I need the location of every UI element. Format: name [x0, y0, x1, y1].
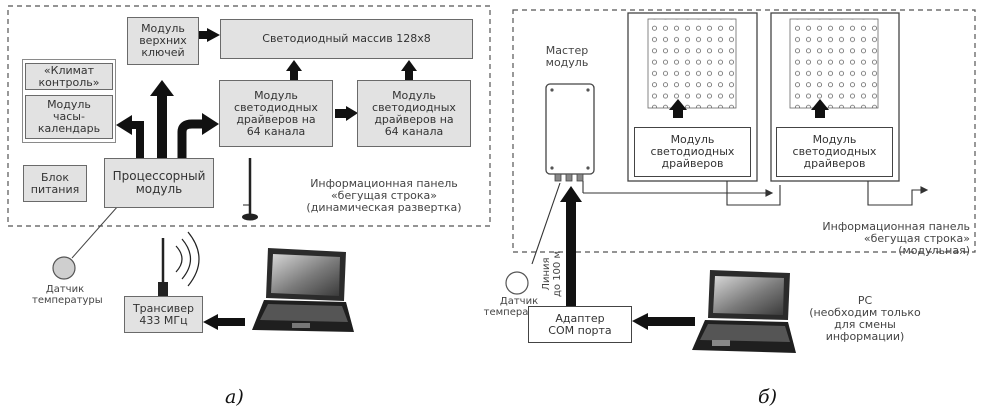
info-panel-b-label: Информационная панель «бегущая строка» (… [822, 220, 970, 257]
processor-module: Процессорный модуль [104, 158, 214, 208]
panel-b-connections [531, 181, 929, 265]
line-length-label: Линия до 100 м [541, 250, 563, 298]
led-driver-right: Модуль светодиодных драйверов на 64 кана… [357, 80, 471, 147]
transceiver: Трансивер 433 МГц [124, 296, 203, 333]
led-module-left-frame [627, 12, 758, 182]
pc-label: PC (необходим только для смены информаци… [809, 294, 921, 343]
led-driver-b-left-label: Модуль светодиодных драйверов [650, 133, 735, 170]
top-keys-label: Модуль верхних ключей [139, 22, 187, 59]
led-array-label: Светодиодный массив 128x8 [262, 32, 431, 45]
led-driver-b-right-label: Модуль светодиодных драйверов [792, 133, 877, 170]
led-driver-b-left: Модуль светодиодных драйверов [634, 127, 751, 177]
led-driver-left: Модуль светодиодных драйверов на 64 кана… [219, 80, 333, 147]
temp-sensor-b-label: Датчик температуры [483, 296, 555, 318]
power-supply: Блок питания [23, 165, 87, 202]
antenna-icon [158, 231, 200, 296]
laptop-icon [252, 248, 354, 332]
led-module-right-frame [770, 12, 900, 182]
panel-a-arrows [116, 28, 417, 330]
com-adapter: Адаптер COM порта [528, 306, 632, 343]
temp-sensor-icon [505, 271, 529, 295]
com-adapter-label: Адаптер COM порта [548, 311, 612, 337]
laptop-icon [692, 270, 796, 353]
caption-a: а) [225, 386, 244, 408]
clock-module-label: Модуль часы- календарь [37, 98, 101, 135]
antenna-icon [242, 158, 258, 221]
climate-control-label: «Климат контроль» [38, 63, 100, 89]
info-panel-a-label: Информационная панель «бегущая строка» (… [306, 177, 462, 214]
led-array-block: Светодиодный массив 128x8 [220, 19, 473, 59]
master-module-icon [545, 83, 595, 175]
led-driver-b-right: Модуль светодиодных драйверов [776, 127, 893, 177]
panel-b-border [512, 9, 976, 253]
temp-sensor-icon [52, 256, 76, 280]
power-supply-label: Блок питания [30, 170, 80, 196]
led-matrix-left [647, 18, 737, 109]
top-keys-module: Модуль верхних ключей [127, 17, 199, 65]
led-driver-left-label: Модуль светодиодных драйверов на 64 кана… [234, 88, 318, 138]
master-module-label: Мастер модуль [545, 44, 589, 69]
transceiver-label: Трансивер 433 МГц [132, 301, 195, 327]
led-matrix-right [789, 18, 879, 109]
led-driver-right-label: Модуль светодиодных драйверов на 64 кана… [372, 88, 456, 138]
processor-label: Процессорный модуль [112, 169, 206, 196]
panel-b-arrows [560, 99, 829, 331]
climate-control-module: «Климат контроль» [25, 63, 113, 90]
temp-sensor-a-label: Датчик температуры [32, 284, 103, 306]
caption-b: б) [758, 386, 778, 408]
clock-module: Модуль часы- календарь [25, 95, 113, 139]
